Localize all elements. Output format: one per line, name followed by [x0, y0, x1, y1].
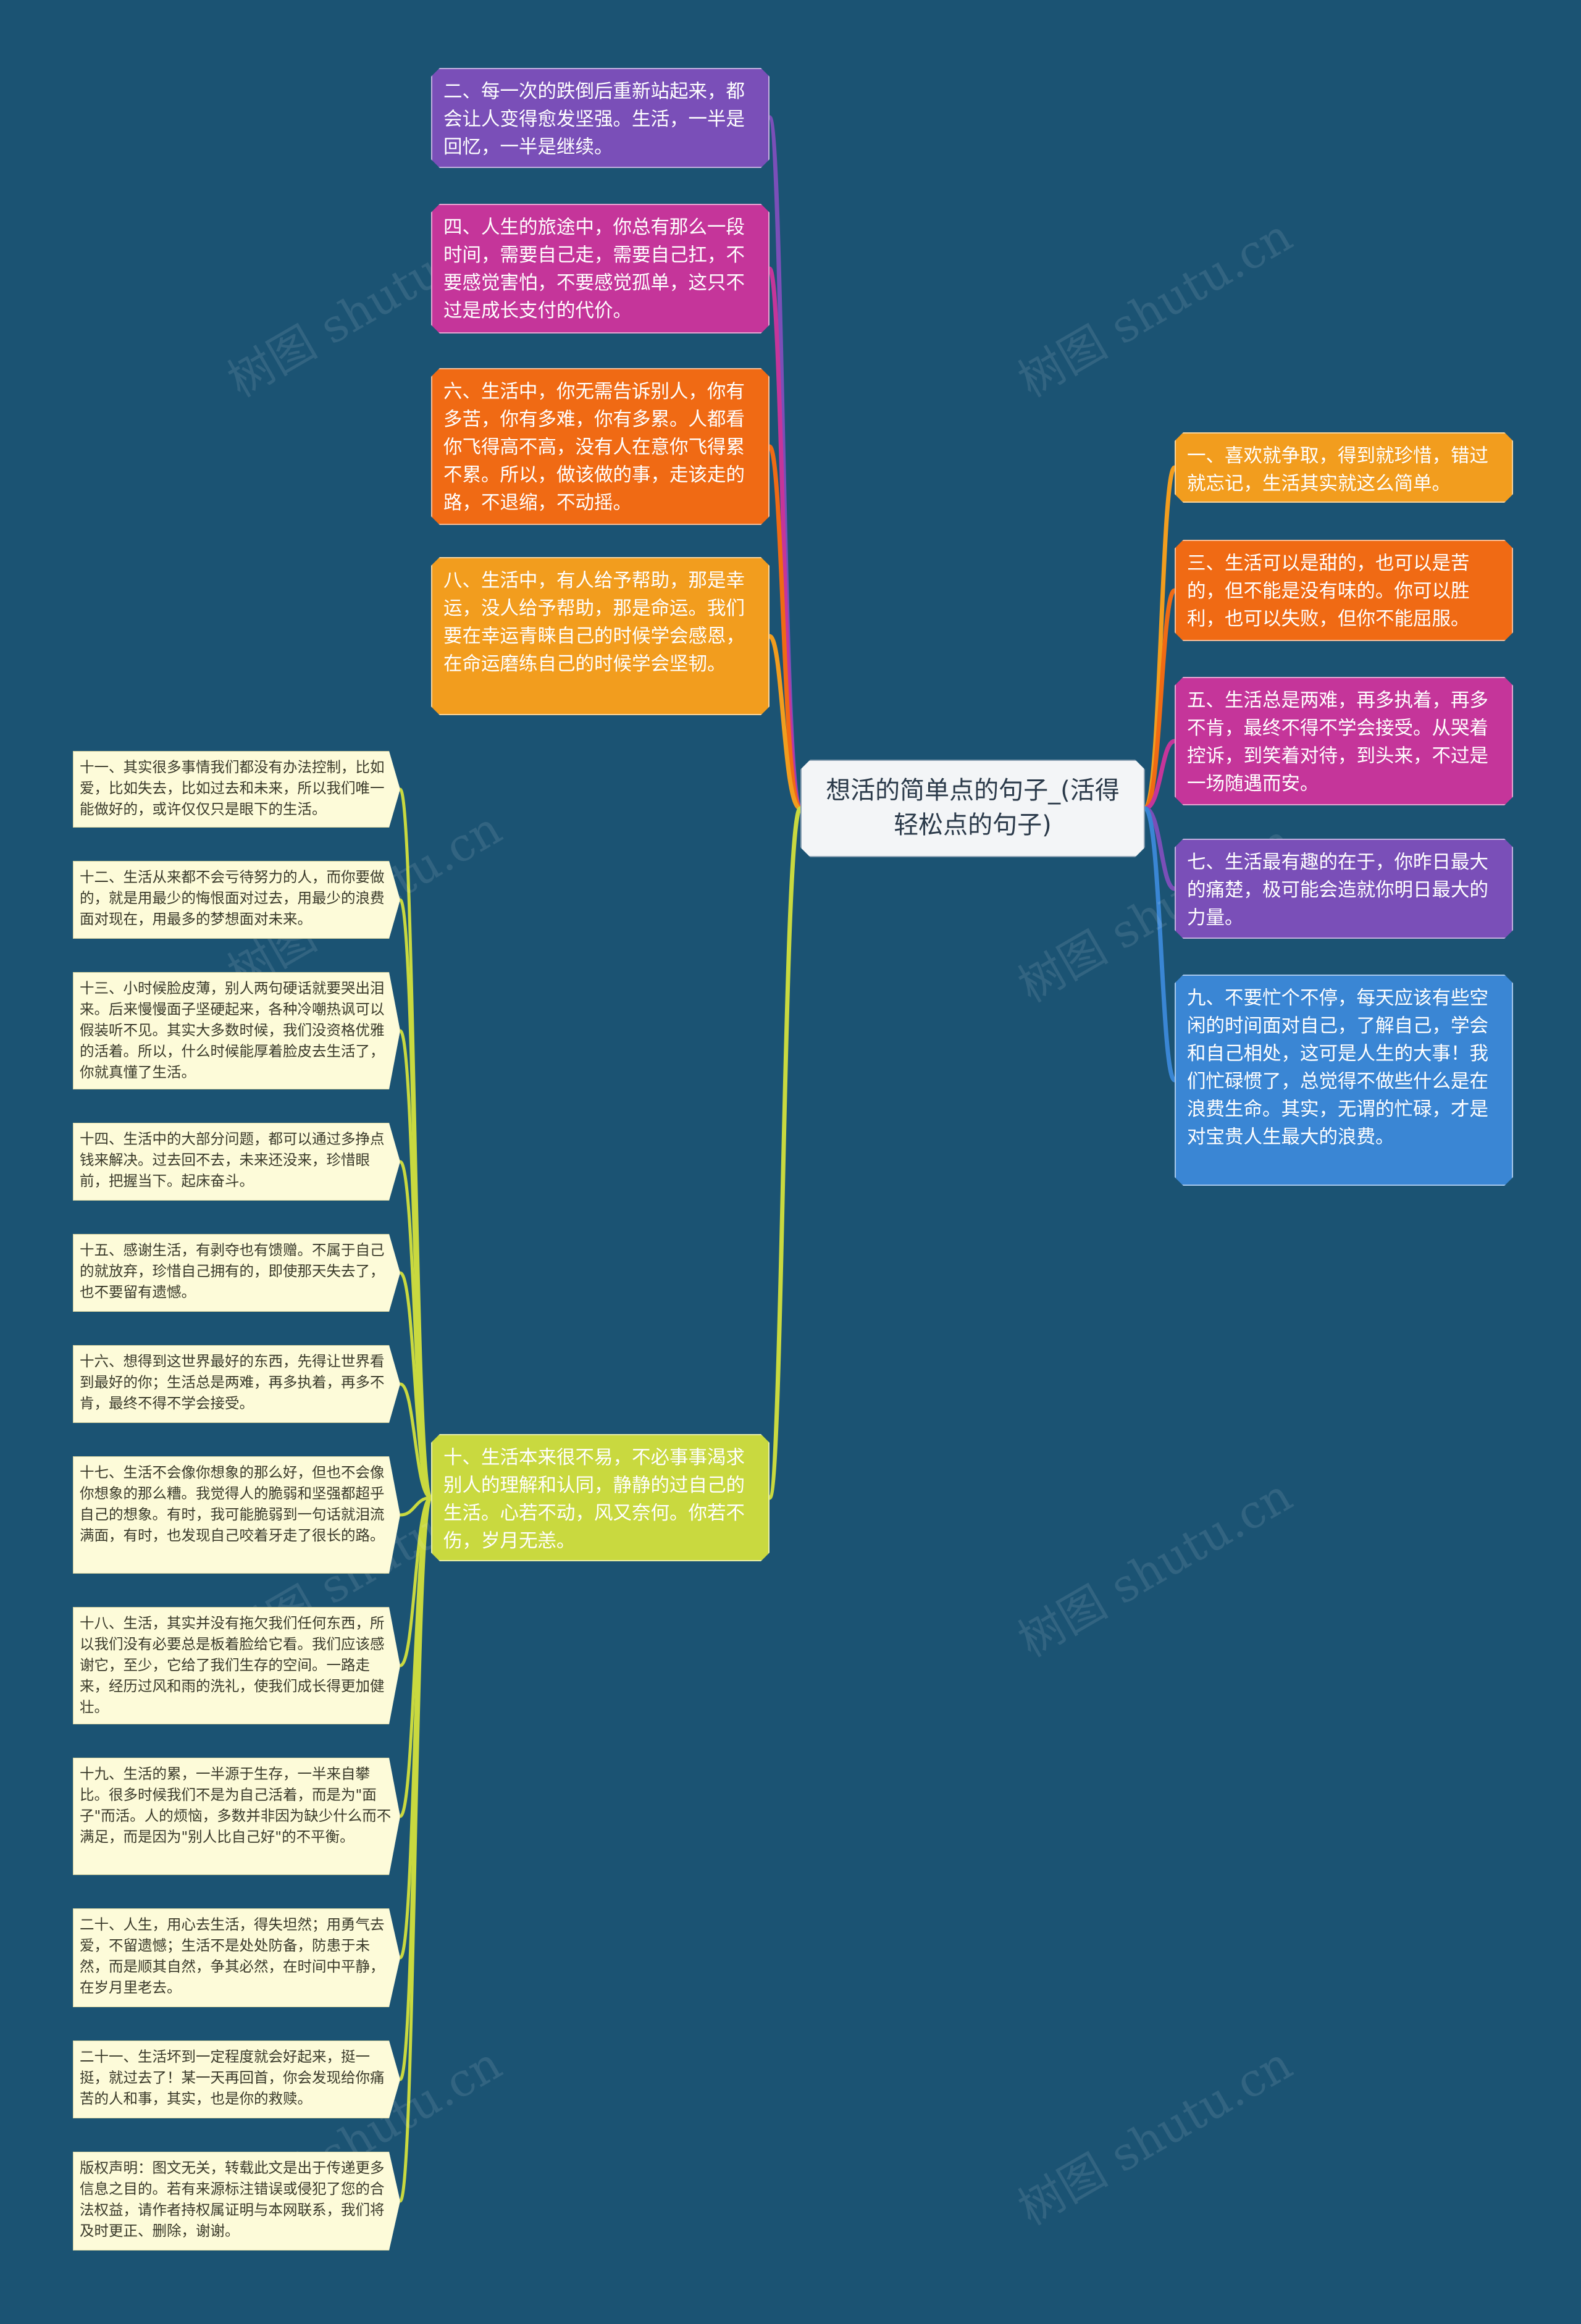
branch-node-6[interactable]: 六、生活中，你无需告诉别人，你有多苦，你有多难，你有多累。人都看你飞得高不高，没… [431, 368, 770, 525]
branch-node-2[interactable]: 二、每一次的跌倒后重新站起来，都会让人变得愈发坚强。生活，一半是回忆，一半是继续… [431, 68, 770, 168]
leaf-node-20[interactable]: 二十、人生，用心去生活，得失坦然；用勇气去爱，不留遗憾；生活不是处处防备，防患于… [73, 1908, 400, 2007]
branch-node-7[interactable]: 七、生活最有趣的在于，你昨日最大的痛楚，极可能会造就你明日最大的力量。 [1175, 839, 1513, 939]
connector-right-0 [1143, 465, 1177, 811]
branch-node-4[interactable]: 四、人生的旅途中，你总有那么一段时间，需要自己走，需要自己扛，不要感觉害怕，不要… [431, 204, 770, 333]
connector-left-4 [767, 806, 803, 1500]
connector-left-3 [767, 634, 803, 811]
leaf-node-19[interactable]: 十九、生活的累，一半源于生存，一半来自攀比。很多时候我们不是为自己活着，而是为"… [73, 1758, 400, 1875]
branch-node-3[interactable]: 三、生活可以是甜的，也可以是苦的，但不能是没有味的。你可以胜利，也可以失败，但你… [1175, 540, 1513, 641]
leaf-node-12[interactable]: 十二、生活从来都不会亏待努力的人，而你要做的，就是用最少的悔恨面对过去，用最少的… [73, 861, 400, 939]
connector-leaf-4 [398, 1271, 433, 1500]
leaf-node-15[interactable]: 十五、感谢生活，有剥夺也有馈赠。不属于自己的就放弃，珍惜自己拥有的，即使那天失去… [73, 1234, 400, 1312]
branch-node-5[interactable]: 五、生活总是两难，再多执着，再多不肯，最终不得不学会接受。从哭着控诉，到笑着对待… [1175, 677, 1513, 805]
branch-node-10[interactable]: 十、生活本来很不易，不必事事渴求别人的理解和认同，静静的过自己的生活。心若不动，… [431, 1434, 770, 1561]
branch-node-1[interactable]: 一、喜欢就争取，得到就珍惜，错过就忘记，生活其实就这么简单。 [1175, 432, 1513, 503]
leaf-node-21[interactable]: 二十一、生活坏到一定程度就会好起来，挺一挺，就过去了！某一天再回首，你会发现给你… [73, 2041, 400, 2118]
connector-right-1 [1143, 588, 1177, 811]
leaf-node-14[interactable]: 十四、生活中的大部分问题，都可以通过多挣点钱来解决。过去回不去，未来还没来，珍惜… [73, 1123, 400, 1201]
copyright-notice: 版权声明：图文无关，转载此文是出于传递更多信息之目的。若有来源标注错误或侵犯了您… [73, 2152, 400, 2251]
leaf-node-17[interactable]: 十七、生活不会像你想象的那么好，但也不会像你想象的那么糟。我觉得人的脆弱和坚强都… [73, 1456, 400, 1574]
connector-left-2 [767, 444, 803, 811]
leaf-node-11[interactable]: 十一、其实很多事情我们都没有办法控制，比如爱，比如失去，比如过去和未来，所以我们… [73, 751, 400, 828]
connector-right-4 [1143, 806, 1177, 1083]
leaf-node-18[interactable]: 十八、生活，其实并没有拖欠我们任何东西，所以我们没有必要总是板着脸给它看。我们应… [73, 1607, 400, 1724]
connector-leaf-11 [398, 1496, 433, 2203]
connector-right-2 [1143, 739, 1177, 811]
central-topic[interactable]: 想活的简单点的句子_(活得轻松点的句子) [800, 760, 1145, 857]
branch-node-9[interactable]: 九、不要忙个不停，每天应该有些空闲的时间面对自己，了解自己，学会和自己相处，这可… [1175, 975, 1513, 1186]
branch-node-8[interactable]: 八、生活中，有人给予帮助，那是幸运，没人给予帮助，那是命运。我们要在幸运青睐自己… [431, 557, 770, 715]
connector-leaf-5 [398, 1382, 433, 1500]
connector-leaf-6 [398, 1496, 433, 1517]
leaf-node-13[interactable]: 十三、小时候脸皮薄，别人两句硬话就要哭出泪来。后来慢慢面子坚硬起来，各种冷嘲热讽… [73, 972, 400, 1089]
leaf-node-16[interactable]: 十六、想得到这世界最好的东西，先得让世界看到最好的你；生活总是两难，再多执着，再… [73, 1345, 400, 1423]
